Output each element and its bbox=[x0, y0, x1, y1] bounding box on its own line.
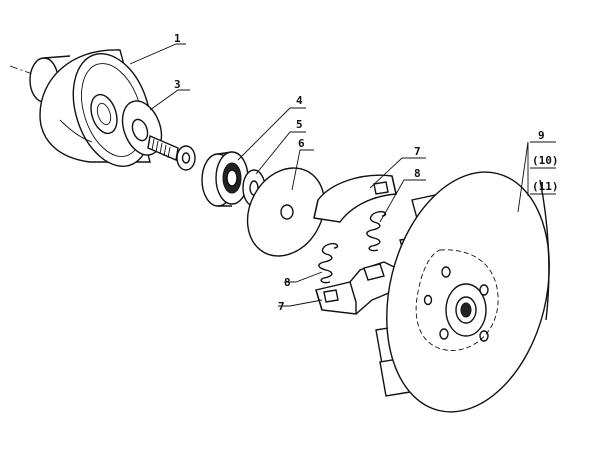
clutch-shoe-lower-part bbox=[315, 261, 401, 315]
callout-8-upper: 8 bbox=[414, 167, 421, 180]
callout-4: 4 bbox=[296, 94, 303, 107]
callout-5: 5 bbox=[296, 118, 303, 131]
bearing-part bbox=[201, 151, 249, 207]
callout-10: (10) bbox=[532, 154, 559, 167]
callout-6: 6 bbox=[298, 137, 305, 150]
callout-11: (11) bbox=[532, 180, 559, 193]
clutch-plate-part bbox=[246, 167, 326, 257]
callout-8-lower: 8 bbox=[284, 276, 291, 289]
threaded-stud-part bbox=[147, 135, 196, 171]
flywheel-fan-part bbox=[375, 171, 550, 413]
clutch-shoe-upper-part bbox=[313, 174, 397, 223]
spring-lower-part bbox=[318, 242, 339, 284]
callout-labels: 1 3 4 5 6 7 8 8 7 9 (10) (11) bbox=[174, 32, 559, 313]
callout-7-upper: 7 bbox=[414, 145, 421, 158]
callout-9: 9 bbox=[538, 129, 545, 142]
leader-lines bbox=[129, 43, 556, 307]
callout-7-lower: 7 bbox=[278, 300, 285, 313]
callout-1: 1 bbox=[174, 32, 181, 45]
callout-3: 3 bbox=[174, 78, 181, 91]
